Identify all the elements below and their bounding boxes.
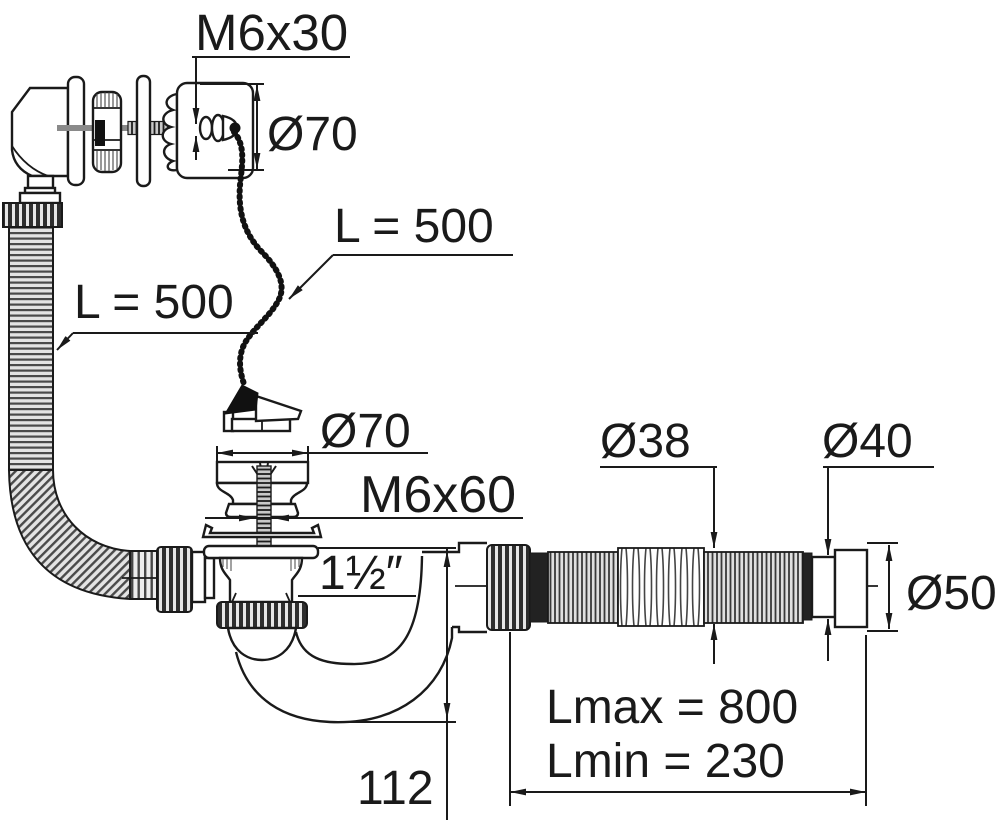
- dim-112-label: 112: [357, 762, 434, 815]
- overflow-hose-nut: [2, 202, 63, 228]
- overflow-elbow-body: [10, 86, 70, 178]
- m6x30-label: M6x30: [195, 4, 348, 61]
- pipe-ring-left: [529, 552, 549, 623]
- rubber-gasket: [201, 523, 323, 539]
- dim-dia70-rosette: Ø70: [200, 83, 358, 171]
- dia50-label: Ø50: [906, 567, 997, 620]
- hose-vertical-run: [8, 226, 54, 471]
- strainer-bowl: [218, 556, 304, 604]
- hose-bend: [7, 469, 131, 601]
- pipe-end-sleeve: [833, 548, 869, 629]
- strainer-dome: [226, 626, 298, 662]
- cable-end-wedge: [222, 384, 303, 433]
- elbow-outlet-neck: [26, 174, 55, 190]
- strainer-backnut: [216, 601, 308, 629]
- inlet-washer: [190, 550, 207, 604]
- overflow-hose: [7, 226, 158, 601]
- dia38-label: Ø38: [600, 415, 691, 468]
- overflow-barrel-nut: [91, 90, 123, 174]
- waste-assembly: Ø70 M6x60: [122, 405, 523, 662]
- dim-dia38: Ø38: [600, 415, 718, 664]
- lmax-label: Lmax = 800: [546, 681, 798, 734]
- pipe-ribbed-right: [703, 551, 804, 624]
- elbow-bend-line: [11, 145, 49, 177]
- dim-l500-cable: L = 500: [288, 200, 513, 300]
- dim-l500-hose: L = 500: [56, 276, 258, 351]
- dia70-rosette-label: Ø70: [267, 108, 358, 161]
- dia70-plug-label: Ø70: [320, 405, 411, 458]
- trap-outlet-top: [422, 541, 487, 554]
- overflow-elbow-assembly: [2, 74, 255, 228]
- cable-knob: [198, 113, 241, 143]
- hose-horizontal-end: [129, 550, 158, 600]
- dim-m6x60: M6x60: [205, 466, 523, 524]
- l500-cable-label: L = 500: [334, 200, 494, 253]
- strainer-flange: [202, 544, 320, 560]
- pipe-ring-right: [802, 552, 813, 621]
- waste-inlet-nut: [156, 546, 193, 613]
- pipe-union-nut: [486, 544, 531, 631]
- trap-outlet-bottom: [452, 625, 487, 634]
- l500-hose-label: L = 500: [74, 276, 234, 329]
- dia40-label: Ø40: [822, 415, 913, 468]
- overflow-gasket-disc: [135, 74, 152, 188]
- pull-cable: [231, 129, 285, 387]
- dim-m6x30: M6x30: [192, 4, 350, 160]
- m6x60-label: M6x60: [360, 466, 516, 524]
- lmin-label: Lmin = 230: [546, 735, 785, 788]
- dim-dia70-plug: Ø70: [216, 405, 428, 462]
- dim-dia40: Ø40: [822, 415, 934, 661]
- elbow-outlet-collar: [18, 191, 62, 205]
- inlet-neck: [203, 556, 216, 600]
- flexible-pipe: [455, 544, 878, 631]
- pipe-ribbed-left: [547, 551, 619, 624]
- dim-length: Lmax = 800 Lmin = 230: [509, 632, 867, 806]
- trap-inner-curve: [294, 555, 424, 666]
- trap-outer-curve: [234, 627, 454, 724]
- dim-112: 112: [318, 547, 456, 820]
- dim-thread-size: 1½″: [298, 547, 416, 600]
- pipe-outlet-neck: [810, 555, 837, 619]
- dim-dia50: Ø50: [867, 542, 997, 632]
- thread-size-label: 1½″: [319, 547, 403, 600]
- pipe-bellows-mid: [617, 547, 705, 627]
- trap: [234, 541, 487, 724]
